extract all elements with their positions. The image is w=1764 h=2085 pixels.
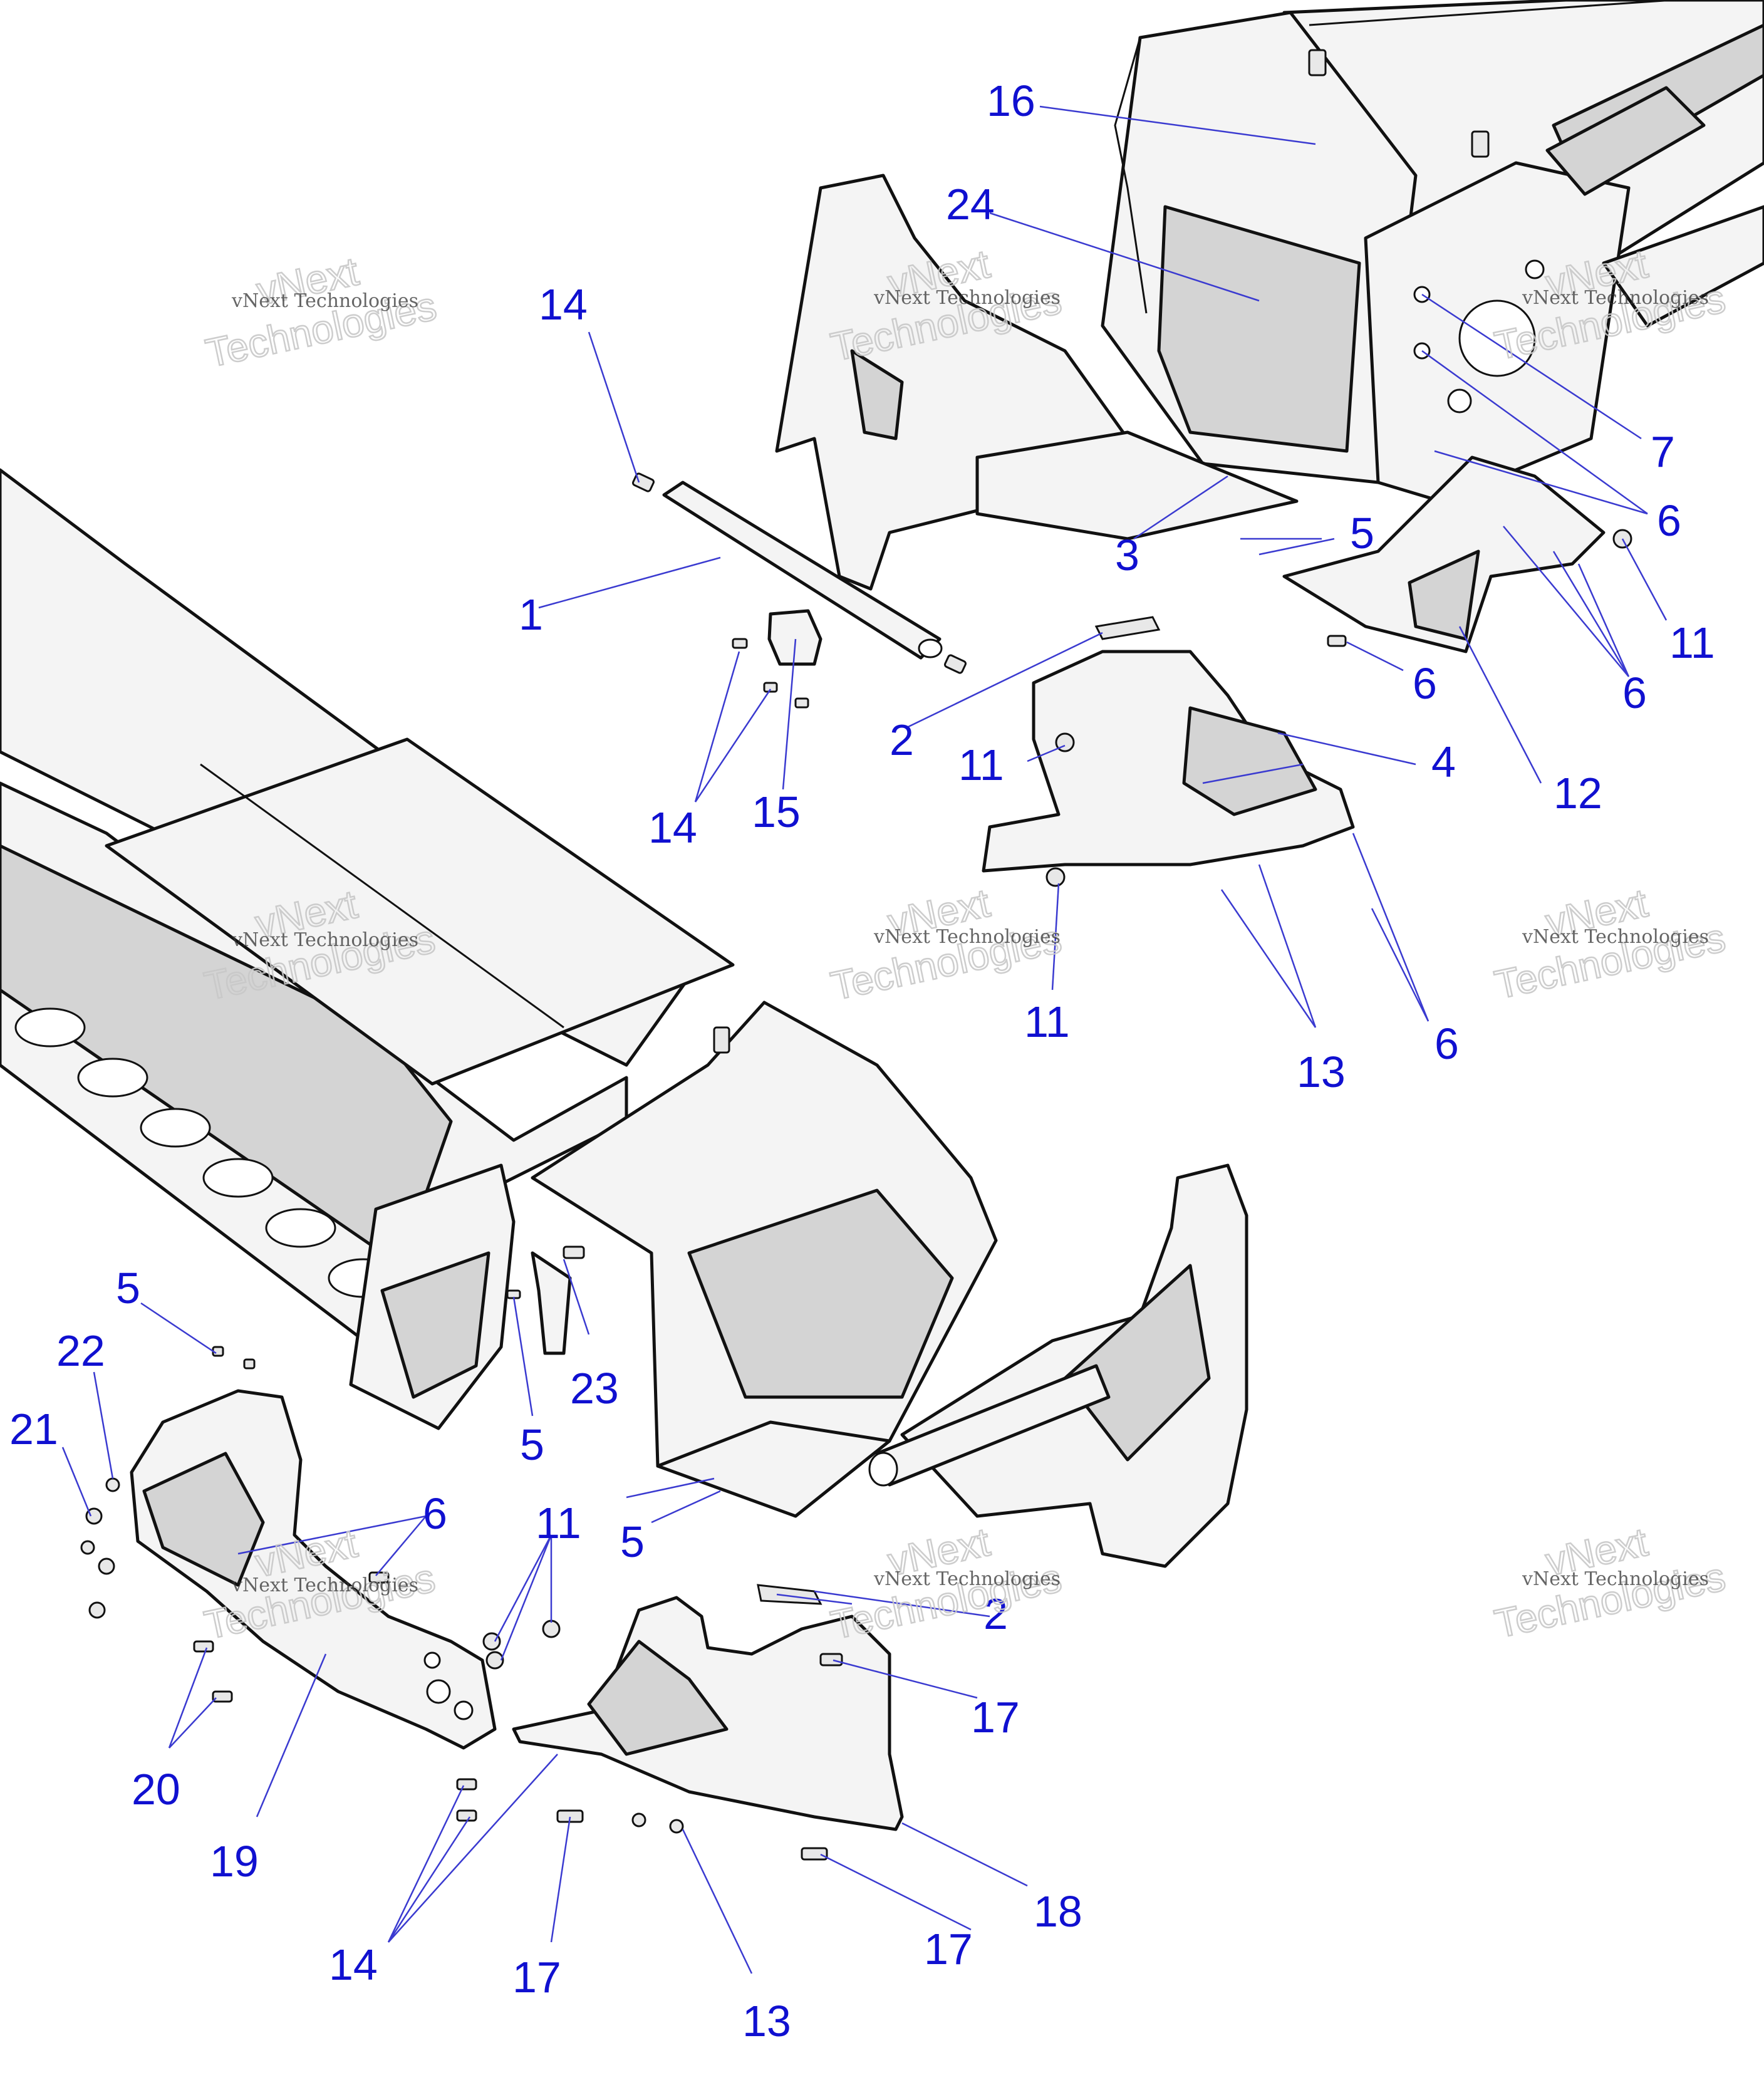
callout-2: 2: [890, 715, 914, 764]
callout-19: 19: [210, 1837, 259, 1886]
callout-4: 4: [1431, 737, 1456, 786]
callout-11: 11: [536, 1499, 581, 1547]
callout-14: 14: [648, 803, 697, 852]
callout-23: 23: [570, 1364, 619, 1413]
watermark-text: vNext Technologies: [1522, 1568, 1709, 1590]
callout-11: 11: [1024, 997, 1070, 1046]
plate-23: [506, 1245, 585, 1355]
leader-lines: [61, 105, 1668, 1974]
callout-6: 6: [1657, 496, 1681, 545]
callout-15: 15: [752, 788, 801, 836]
callout-20: 20: [132, 1765, 180, 1814]
callout-11: 11: [958, 741, 1004, 789]
callout-6: 6: [423, 1489, 447, 1538]
callout-17: 17: [512, 1953, 561, 2002]
upper-chassis-assembly: [775, 0, 1764, 591]
callout-5: 5: [520, 1420, 544, 1469]
lower-tunnel-assembly: [0, 468, 735, 1430]
callout-14: 14: [539, 280, 588, 329]
callout-6: 6: [1622, 668, 1647, 717]
callout-labels: 16 24 14 7 6 5 3 11 1 6 6 2 4 11 12 14 1…: [9, 76, 1715, 2046]
callout-17: 17: [971, 1693, 1020, 1742]
rear-bracket-12: [1282, 455, 1632, 653]
callout-2: 2: [983, 1589, 1008, 1638]
watermark-text: vNext Technologies: [873, 1568, 1061, 1590]
watermark-text: vNext Technologies: [873, 926, 1061, 948]
lower-spindle-housing: [868, 1163, 1248, 1568]
callout-13: 13: [742, 1997, 791, 2046]
callout-14: 14: [329, 1940, 378, 1989]
callout-6: 6: [1435, 1019, 1459, 1068]
callout-6: 6: [1413, 659, 1437, 708]
lower-bulkhead: [531, 1001, 998, 1518]
callout-5: 5: [116, 1264, 140, 1313]
watermark-text: vNext Technologies: [231, 290, 418, 312]
side-bracket-19: [130, 1389, 497, 1750]
callout-5: 5: [620, 1517, 645, 1566]
callout-18: 18: [1034, 1887, 1082, 1936]
callout-7: 7: [1651, 427, 1675, 476]
callout-21: 21: [9, 1405, 58, 1453]
watermark-text: vNext Technologies: [873, 287, 1061, 309]
callout-3: 3: [1115, 531, 1139, 580]
callout-24: 24: [946, 180, 995, 229]
front-bracket-18: [456, 1584, 904, 1861]
watermark-text: vNext Technologies: [231, 1574, 418, 1596]
callout-1: 1: [519, 590, 543, 639]
watermark-text: vNext Technologies: [231, 929, 418, 951]
watermark-text: vNext Technologies: [1522, 287, 1709, 309]
callout-13: 13: [1297, 1048, 1346, 1096]
bracket-small: [732, 609, 822, 709]
front-bracket-right: [982, 616, 1355, 887]
callout-16: 16: [987, 76, 1035, 125]
watermark-text: vNext Technologies: [1522, 926, 1709, 948]
callout-5: 5: [1350, 509, 1374, 558]
callout-17: 17: [924, 1925, 973, 1973]
callout-12: 12: [1554, 769, 1602, 818]
callout-11: 11: [1669, 618, 1715, 667]
callout-22: 22: [56, 1326, 105, 1375]
